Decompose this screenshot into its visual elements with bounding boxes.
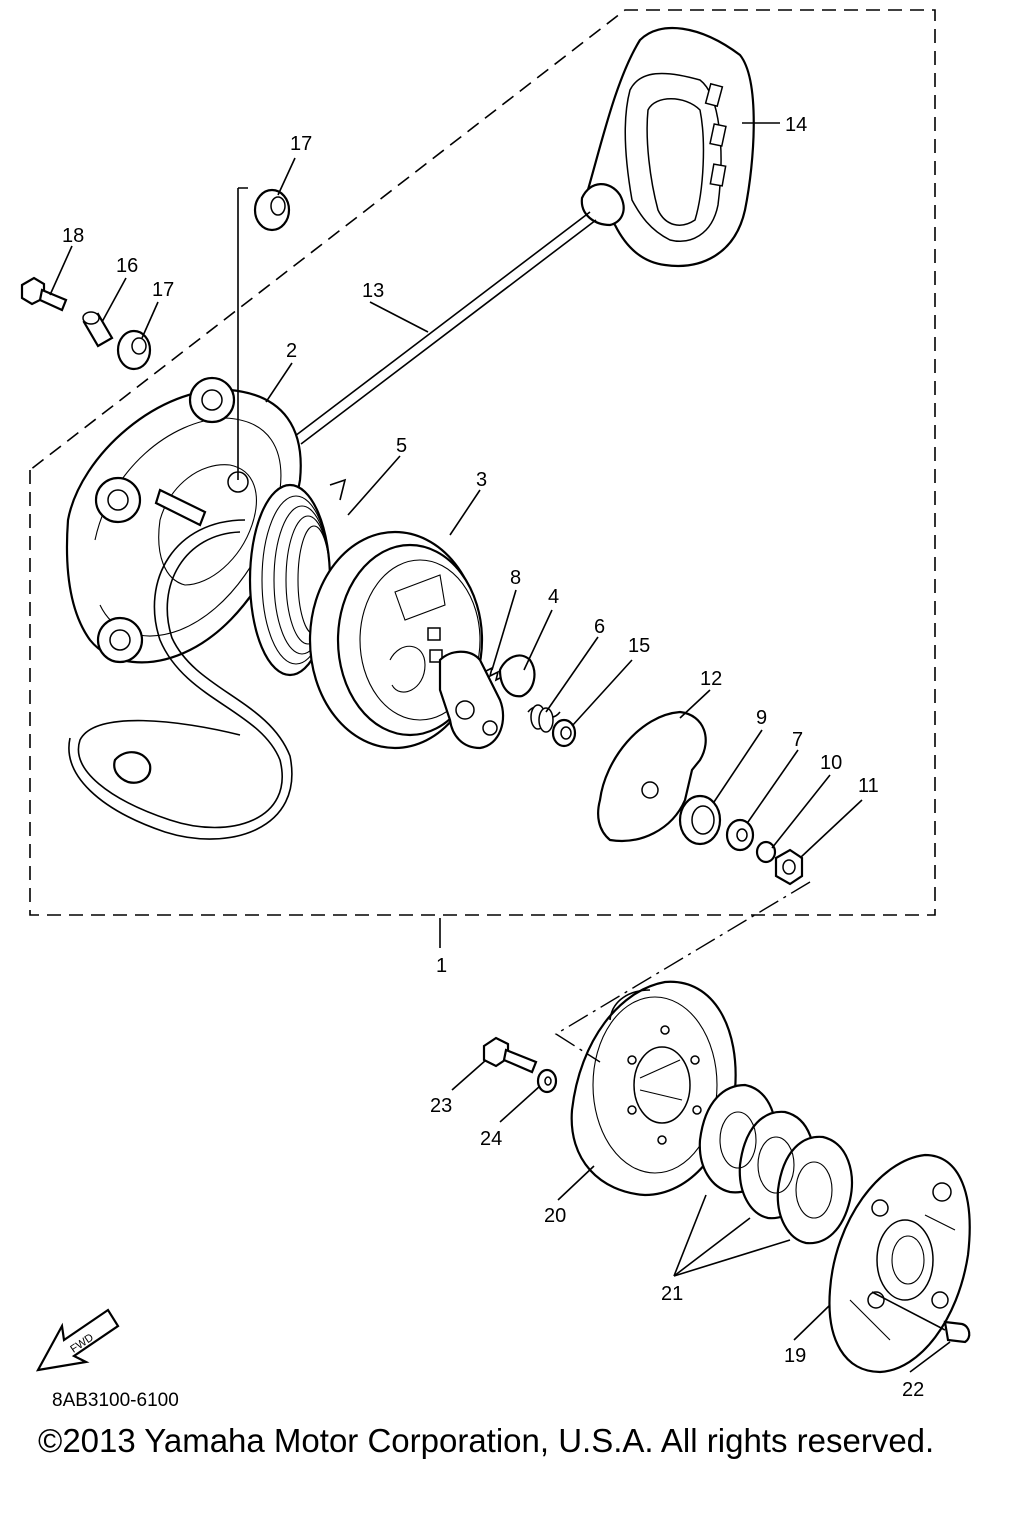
sheave-plate	[828, 1153, 971, 1374]
callout-3: 3	[476, 469, 487, 491]
drive-pulley	[570, 980, 737, 1197]
washer-7	[725, 818, 755, 852]
callout-24: 24	[480, 1128, 502, 1150]
friction-plate	[597, 710, 707, 843]
callout-12: 12	[700, 668, 722, 690]
callout-18: 18	[62, 225, 84, 247]
callout-9: 9	[756, 707, 767, 729]
callout-21: 21	[661, 1283, 683, 1305]
callout-6: 6	[594, 616, 605, 638]
callout-8: 8	[510, 567, 521, 589]
assembly-boundary	[29, 9, 936, 916]
washer-24	[536, 1068, 558, 1094]
callout-14: 14	[785, 114, 807, 136]
alignment-line	[554, 881, 811, 1063]
starter-handle	[580, 26, 755, 267]
nut-11	[774, 848, 804, 886]
clip-10	[755, 840, 777, 864]
screw-22	[871, 1291, 971, 1344]
copyright-notice: ©2013 Yamaha Motor Corporation, U.S.A. A…	[38, 1422, 935, 1459]
bolt-23	[482, 1036, 538, 1074]
drawing-code: 8AB3100-6100	[52, 1390, 179, 1411]
callout-labels: 1 2 3 4 5 6 7 8 9 10 11 12 13 14 15 16 1…	[62, 114, 924, 1401]
callout-10: 10	[820, 752, 842, 774]
callout-2: 2	[286, 340, 297, 362]
bracket-line	[237, 187, 248, 480]
washer-15	[551, 718, 577, 748]
callout-23: 23	[430, 1095, 452, 1117]
shim-plates	[698, 1083, 853, 1245]
collar-16	[82, 311, 114, 348]
seal-9	[678, 794, 722, 846]
forward-arrow-icon: FWD	[35, 1308, 120, 1372]
callout-16: 16	[116, 255, 138, 277]
leader-lines	[49, 122, 951, 1373]
callout-4: 4	[548, 586, 559, 608]
callout-15: 15	[628, 635, 650, 657]
callout-5: 5	[396, 435, 407, 457]
ratchet-spring	[483, 666, 505, 682]
ratchet-pawl	[438, 650, 536, 750]
collar-17-upper	[253, 188, 291, 232]
starter-housing	[65, 376, 302, 664]
callout-20: 20	[544, 1205, 566, 1227]
callout-13: 13	[362, 280, 384, 302]
callout-22: 22	[902, 1379, 924, 1401]
callout-1: 1	[436, 955, 447, 977]
callout-19: 19	[784, 1345, 806, 1367]
callout-7: 7	[792, 729, 803, 751]
spring-6	[527, 704, 561, 733]
callout-17-upper: 17	[290, 133, 312, 155]
rope-guide-loop	[68, 519, 293, 840]
starter-rope	[294, 211, 597, 445]
callout-17-lower: 17	[152, 279, 174, 301]
bolt-18	[20, 276, 68, 312]
collar-17-lower	[116, 329, 152, 371]
callout-11: 11	[858, 775, 879, 797]
